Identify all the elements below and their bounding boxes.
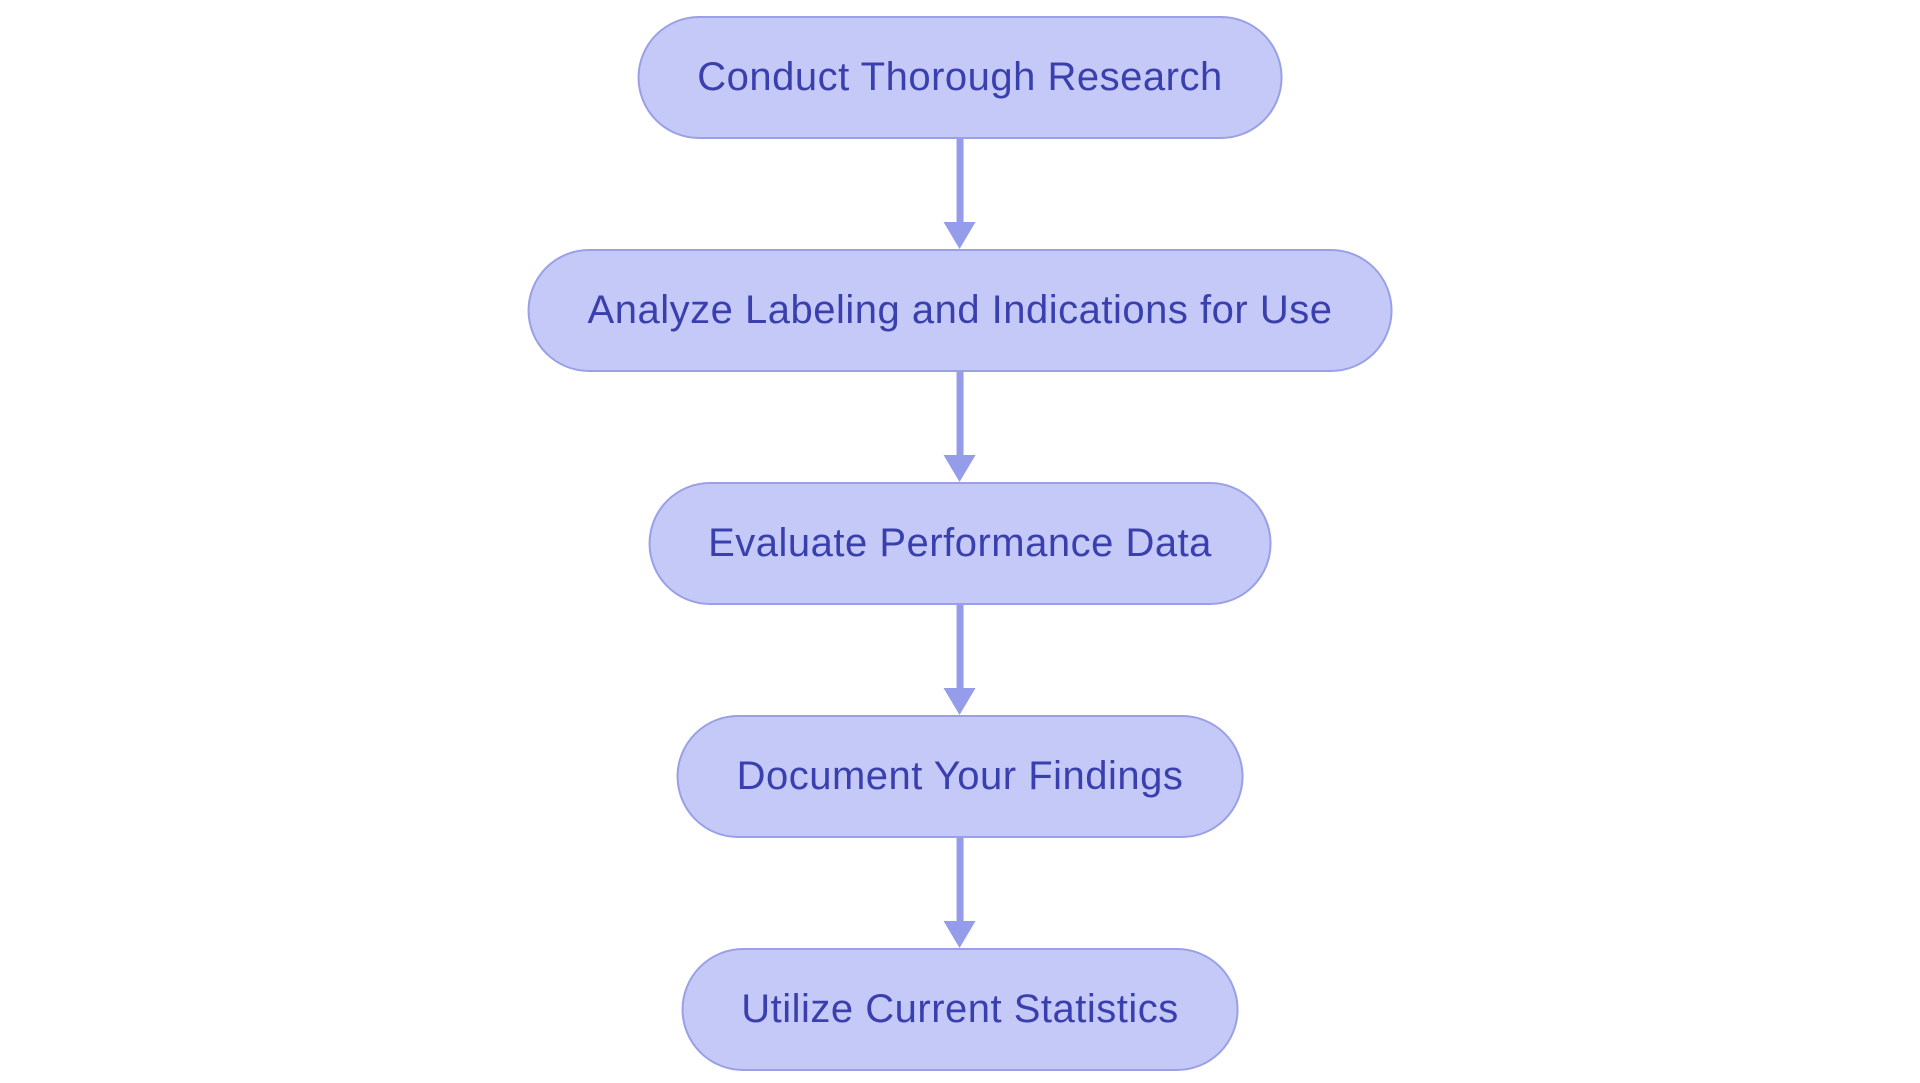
arrow-shaft: [956, 838, 964, 922]
flow-node-label: Document Your Findings: [736, 754, 1184, 798]
arrow-head-icon: [944, 688, 976, 715]
arrow-head-icon: [944, 921, 976, 948]
down-arrow-connector: [944, 139, 976, 249]
flow-node-label: Analyze Labeling and Indications for Use: [587, 288, 1333, 332]
flow-node: Analyze Labeling and Indications for Use: [527, 249, 1393, 372]
down-arrow-connector: [944, 838, 976, 948]
flow-node: Evaluate Performance Data: [648, 482, 1272, 605]
flowchart: Conduct Thorough Research Analyze Labeli…: [527, 16, 1393, 1071]
flow-node: Document Your Findings: [676, 715, 1244, 838]
flow-node-label: Evaluate Performance Data: [708, 521, 1212, 565]
down-arrow-connector: [944, 605, 976, 715]
arrow-shaft: [956, 605, 964, 689]
flow-node: Utilize Current Statistics: [681, 948, 1239, 1071]
arrow-shaft: [956, 139, 964, 223]
down-arrow-connector: [944, 372, 976, 482]
flow-node-label: Utilize Current Statistics: [741, 987, 1179, 1031]
flow-node-label: Conduct Thorough Research: [697, 55, 1223, 99]
flow-node: Conduct Thorough Research: [637, 16, 1283, 139]
arrow-head-icon: [944, 455, 976, 482]
arrow-head-icon: [944, 222, 976, 249]
arrow-shaft: [956, 372, 964, 456]
